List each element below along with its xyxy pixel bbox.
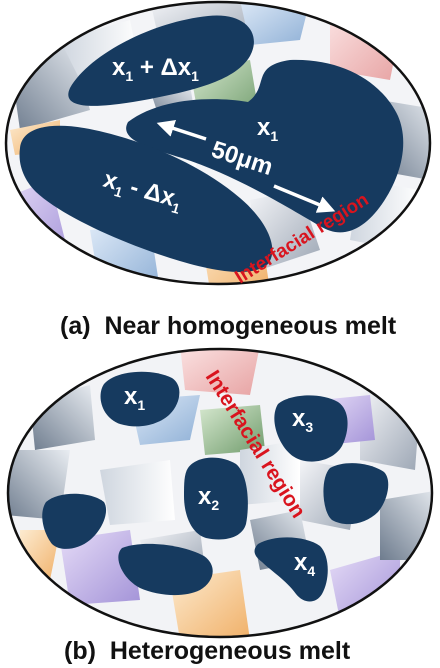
scale-arrow-left bbox=[156, 120, 207, 141]
domain-x1 bbox=[126, 59, 404, 233]
domain-left-b bbox=[42, 493, 107, 549]
caption-a: (a) Near homogeneous melt bbox=[60, 312, 397, 340]
panel-b: x1 x3 x2 x4 Interfacial region bbox=[6, 347, 434, 639]
domain-x3-b bbox=[274, 395, 348, 462]
domain-x2-b bbox=[184, 457, 248, 540]
caption-b: (b) Heterogeneous melt bbox=[64, 637, 351, 665]
domain-x1-plus-dx1 bbox=[68, 15, 254, 106]
domain-x1-b bbox=[100, 371, 180, 427]
domain-right-b bbox=[323, 463, 389, 525]
scale-arrow-right bbox=[273, 184, 336, 213]
label-x4-b: x4 bbox=[294, 549, 315, 579]
domain-x1-minus-dx1 bbox=[19, 125, 273, 272]
label-x1-plus-dx1: x1 + Δx1 bbox=[112, 54, 199, 84]
label-x1-b: x1 bbox=[124, 383, 145, 413]
label-x2-b: x2 bbox=[198, 483, 219, 513]
domain-bottom-left-b bbox=[118, 543, 213, 596]
label-x3-b: x3 bbox=[292, 405, 313, 435]
panel-a: x1 + Δx1 x1 x1 - Δx1 50μm Interfacial re… bbox=[4, 0, 432, 288]
domain-x4-b bbox=[254, 537, 328, 602]
label-x1: x1 bbox=[257, 114, 278, 144]
